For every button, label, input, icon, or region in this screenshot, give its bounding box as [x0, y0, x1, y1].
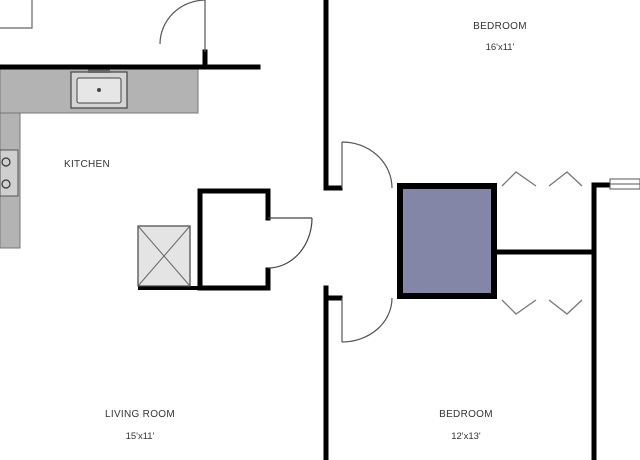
living-room-size: 15'x11': [126, 431, 155, 442]
bifold-doors-top: [501, 171, 583, 187]
walls: [0, 0, 613, 460]
window-right: [609, 178, 640, 190]
bedroom-bottom-door: [341, 297, 393, 343]
bifold-doors-bottom: [501, 299, 583, 315]
bedroom-top-name: BEDROOM: [473, 21, 527, 32]
kitchen-name: KITCHEN: [64, 159, 110, 170]
stove: [0, 149, 19, 197]
washer-box: [137, 225, 191, 287]
bedroom-top-size: 16'x11': [486, 42, 515, 53]
hall-closet: [397, 183, 497, 299]
cabinet-outline: [0, 0, 33, 29]
bedroom-top-door: [341, 141, 393, 189]
pantry-closet: [197, 188, 271, 291]
bedroom-bottom-name: BEDROOM: [439, 409, 493, 420]
pantry-door: [267, 217, 313, 269]
living-room-name: LIVING ROOM: [105, 409, 175, 420]
bedroom-bottom-size: 12'x13': [451, 431, 481, 442]
kitchen-sink: [70, 69, 128, 109]
kitchen-top-door: [159, 0, 206, 52]
